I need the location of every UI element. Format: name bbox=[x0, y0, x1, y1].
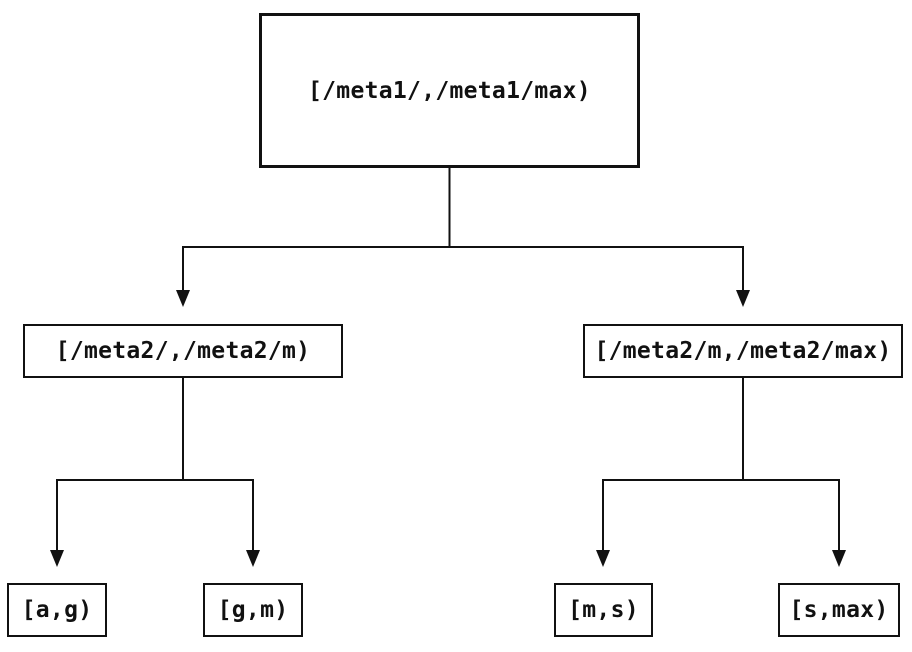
node-leaf-ag: [a,g) bbox=[7, 583, 107, 637]
node-meta2-right: [/meta2/m,/meta2/max) bbox=[583, 324, 903, 378]
node-leaf-smax: [s,max) bbox=[778, 583, 900, 637]
arrowhead-to-meta2-right-icon bbox=[736, 290, 750, 307]
node-leaf-ms: [m,s) bbox=[554, 583, 653, 637]
edge-root-branches bbox=[182, 246, 744, 291]
edge-meta2-left-branches bbox=[56, 479, 254, 551]
node-meta2-left: [/meta2/,/meta2/m) bbox=[23, 324, 343, 378]
node-root: [/meta1/,/meta1/max) bbox=[259, 13, 640, 168]
node-leaf-gm: [g,m) bbox=[203, 583, 303, 637]
arrowhead-to-meta2-left-icon bbox=[176, 290, 190, 307]
arrowhead-to-leaf-gm-icon bbox=[246, 550, 260, 567]
edge-meta2-right-branches bbox=[602, 479, 840, 551]
arrowhead-to-leaf-smax-icon bbox=[832, 550, 846, 567]
arrowhead-to-leaf-ag-icon bbox=[50, 550, 64, 567]
arrowhead-to-leaf-ms-icon bbox=[596, 550, 610, 567]
